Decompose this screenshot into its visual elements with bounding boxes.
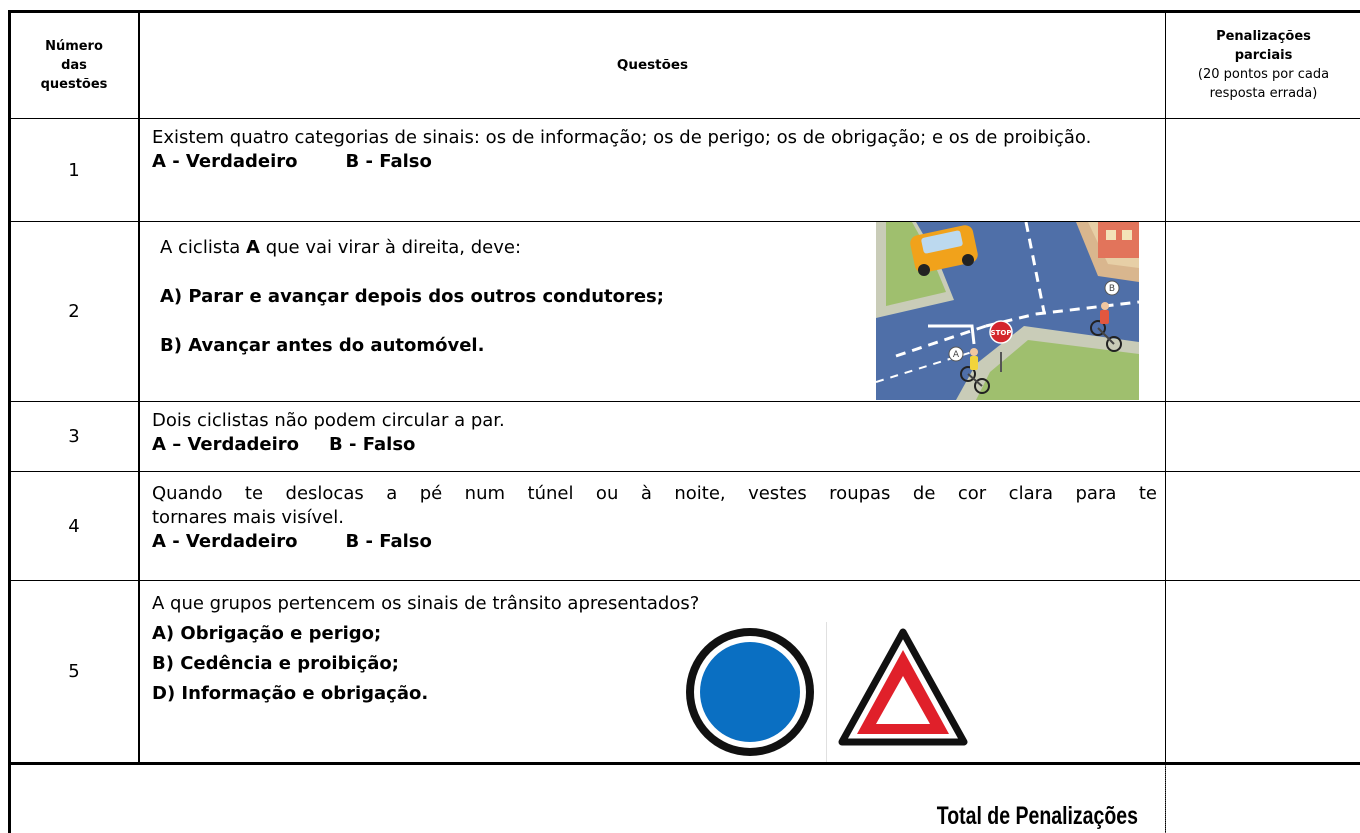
question-text: Existem quatro categorias de sinais: os … [152,127,1092,148]
option-b: B - Falso [329,434,416,455]
question-text-line: tornares mais visível. [152,507,344,528]
option-d: D) Informação e obrigação. [152,683,429,704]
svg-text:STOP: STOP [991,329,1012,337]
header-penalties-note: resposta errada) [1209,86,1318,101]
question-number: 1 [68,159,80,181]
answer-options: A – Verdadeiro B - Falso [152,433,1157,457]
svg-text:B: B [1109,284,1115,294]
question-3: Dois ciclistas não podem circular a par.… [152,409,1157,457]
option-b: B) Avançar antes do automóvel. [160,335,485,356]
row-divider [8,401,1360,402]
header-penalties-column: Penalizações parciais (20 pontos por cad… [1167,12,1360,118]
answer-options: A - Verdadeiro B - Falso [152,530,1157,554]
cyclist-a-icon: A [948,346,990,394]
header-penalties-title: parciais [1234,48,1293,63]
question-number: 2 [68,301,80,322]
car-icon [910,225,978,276]
row-divider [8,580,1360,581]
header-questions-column: Questões [616,57,689,73]
option-b: B - Falso [345,151,432,172]
question-text: A ciclista A que vai virar à direita, de… [160,237,522,258]
header-penalties-title: Penalizações [1216,29,1311,44]
option-a: A - Verdadeiro [152,151,298,172]
svg-text:A: A [953,350,960,360]
header-penalties-note: (20 pontos por cada [1197,67,1330,82]
question-4: Quando te deslocas a pé num túnel ou à n… [152,482,1157,554]
cyclist-b-icon: B [1090,280,1122,352]
red-triangle-warning-sign-icon [838,628,968,746]
table-border-bottom [8,762,1360,765]
question-2: A ciclista A que vai virar à direita, de… [160,236,860,358]
header-number-line: das [61,57,87,73]
intersection-illustration: STOP A B [876,222,1139,400]
option-b: B - Falso [345,531,432,552]
row-divider [8,221,1360,222]
question-1: Existem quatro categorias de sinais: os … [152,126,1157,174]
table-border-top [8,10,1360,13]
option-b: B) Cedência e proibição; [152,653,399,674]
question-text: A que grupos pertencem os sinais de trân… [152,593,700,614]
col-divider [1165,10,1166,764]
blue-circle-sign-icon [686,628,814,756]
answer-options: A - Verdadeiro B - Falso [152,150,1157,174]
stop-sign-icon: STOP [989,320,1013,372]
traffic-signs [672,622,974,762]
question-text: Dois ciclistas não podem circular a par. [152,410,505,431]
row-divider [8,118,1360,119]
question-number: 3 [68,426,80,447]
total-divider [1165,765,1166,833]
table-border-left [8,10,11,833]
header-number-line: questões [40,76,108,92]
col-divider [138,10,140,764]
option-a: A - Verdadeiro [152,531,298,552]
question-5: A que grupos pertencem os sinais de trân… [152,592,1157,706]
row-divider [8,471,1360,472]
option-a: A) Parar e avançar depois dos outros con… [160,286,664,307]
option-a: A – Verdadeiro [152,434,300,455]
sign-divider [826,622,827,762]
question-text-line: Quando te deslocas a pé num túnel ou à n… [152,483,1157,504]
option-a: A) Obrigação e perigo; [152,623,382,644]
header-number-column: Número das questões [10,12,138,118]
question-number: 5 [68,661,80,682]
question-number: 4 [68,515,80,537]
total-penalties-label: Total de Penalizações [936,802,1138,830]
header-number-line: Número [45,38,103,54]
